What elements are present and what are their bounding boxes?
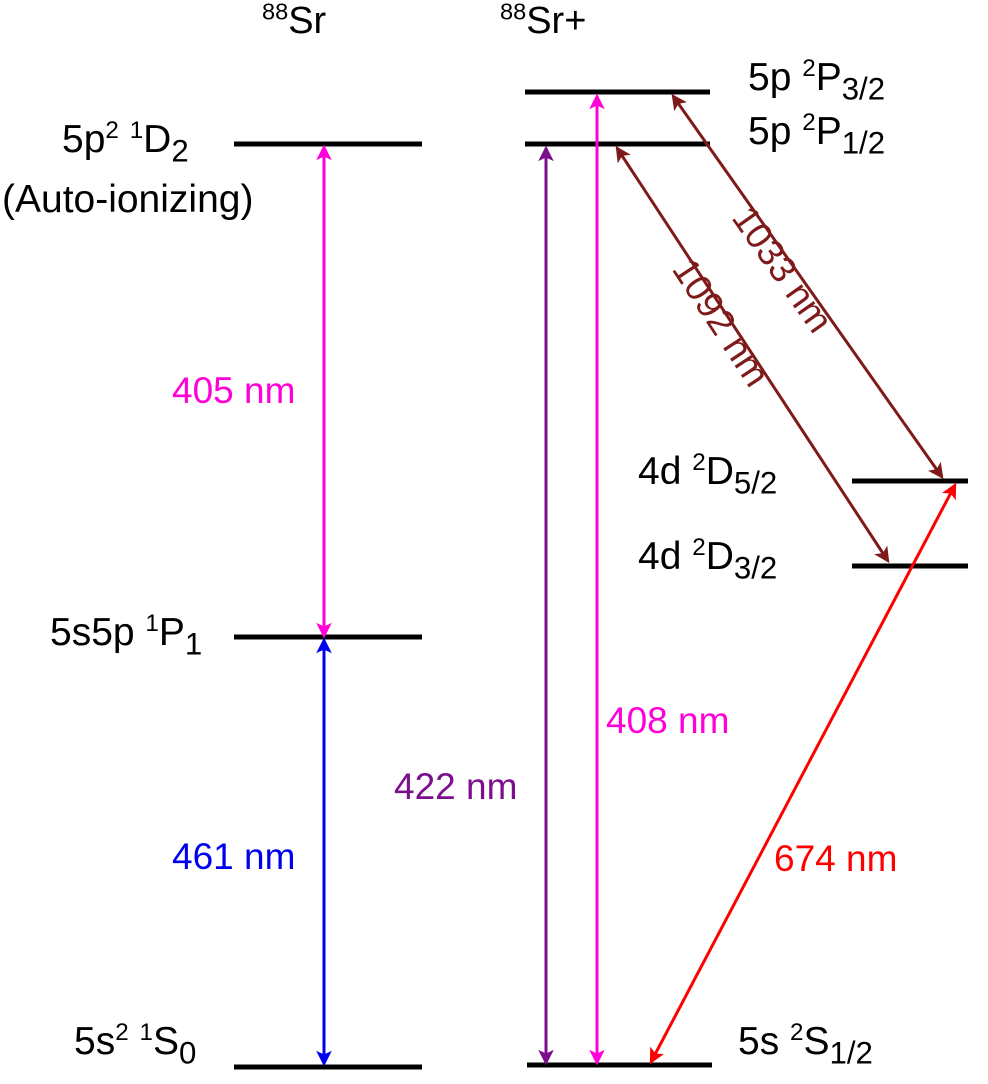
state-label-srp-5p-2p32: 5p 2P3/2: [748, 55, 885, 104]
electron-configuration: 5s: [74, 1020, 116, 1063]
species-label-sr-neutral: 88Sr: [262, 0, 327, 42]
term-symbol: S: [803, 1020, 830, 1063]
term-symbol: P: [815, 56, 842, 99]
term-symbol: D: [705, 450, 734, 493]
state-label-srp-5s-2s12: 5s 2S1/2: [738, 1019, 873, 1068]
configuration-exponent: 2: [115, 1019, 129, 1046]
term-multiplicity: 2: [802, 109, 816, 136]
element-symbol: Sr: [288, 0, 327, 42]
electron-configuration: 5p: [748, 56, 792, 99]
term-symbol: D: [705, 535, 734, 578]
electron-configuration: 4d: [638, 535, 682, 578]
wavelength-label-tr-422: 422 nm: [394, 766, 518, 807]
wavelength-label-tr-674: 674 nm: [774, 838, 898, 879]
state-label-sr-5p2-1d2: 5p2 1D2: [62, 117, 189, 166]
term-multiplicity: 1: [139, 1019, 153, 1046]
electron-configuration: 4d: [638, 450, 682, 493]
mass-number: 88: [500, 0, 527, 25]
wavelength-label-tr-461: 461 nm: [172, 836, 296, 877]
level-lines-group: [234, 89, 968, 1070]
term-multiplicity: 2: [790, 1019, 804, 1046]
element-symbol: Sr+: [526, 0, 587, 42]
state-label-srp-4d-2d52: 4d 2D5/2: [638, 449, 777, 498]
transition-arrow-tr-674: [649, 482, 957, 1065]
term-symbol: S: [152, 1020, 179, 1063]
wavelength-label-tr-408: 408 nm: [606, 700, 730, 741]
wavelength-label-tr-405: 405 nm: [172, 370, 296, 411]
total-angular-momentum: 0: [178, 1035, 197, 1071]
total-angular-momentum: 3/2: [841, 71, 886, 107]
state-label-sr-5s5p-1p1: 5s5p 1P1: [50, 610, 202, 659]
total-angular-momentum: 1/2: [841, 125, 886, 161]
state-label-sr-5s2-1s0: 5s2 1S0: [74, 1019, 196, 1068]
state-label-srp-5p-2p12: 5p 2P1/2: [748, 109, 885, 158]
electron-configuration: 5p: [748, 110, 792, 153]
total-angular-momentum: 1: [184, 626, 203, 662]
electron-configuration: 5p: [62, 118, 106, 161]
term-multiplicity: 2: [692, 449, 706, 476]
term-multiplicity: 2: [802, 55, 816, 82]
total-angular-momentum: 5/2: [733, 465, 778, 501]
species-label-sr-ion: 88Sr+: [500, 0, 587, 42]
transition-lines-group: [316, 93, 957, 1067]
total-angular-momentum: 3/2: [733, 550, 778, 586]
term-symbol: P: [158, 611, 185, 654]
term-symbol: P: [815, 110, 842, 153]
electron-configuration: 5s5p: [50, 611, 135, 654]
total-angular-momentum: 1/2: [829, 1035, 873, 1071]
state-label-srp-4d-2d32: 4d 2D3/2: [638, 534, 777, 583]
electron-configuration: 5s: [738, 1020, 780, 1063]
term-multiplicity: 1: [145, 610, 159, 637]
total-angular-momentum: 2: [171, 133, 189, 169]
term-multiplicity: 2: [692, 534, 706, 561]
term-multiplicity: 1: [129, 117, 144, 144]
state-note-sr-5p2-1d2: (Auto-ionizing): [2, 178, 254, 221]
configuration-exponent: 2: [105, 117, 119, 144]
term-symbol: D: [143, 118, 172, 161]
mass-number: 88: [262, 0, 289, 25]
